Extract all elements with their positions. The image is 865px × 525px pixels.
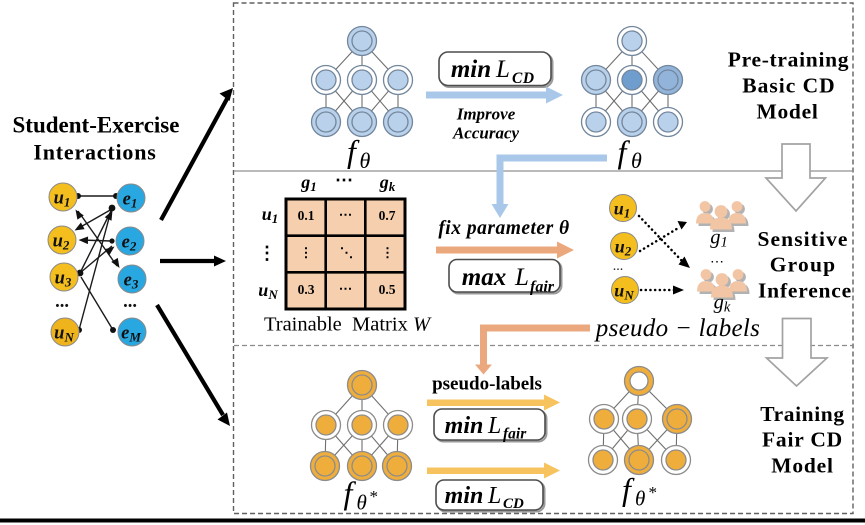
svg-text:u1: u1 — [54, 189, 71, 210]
svg-text:min: min — [445, 413, 484, 439]
svg-text:Group: Group — [770, 253, 837, 277]
svg-text:θ: θ — [631, 148, 642, 173]
svg-text:uN: uN — [54, 324, 74, 345]
svg-text:Improve: Improve — [456, 105, 516, 124]
svg-text:Student-Exercise: Student-Exercise — [13, 113, 180, 138]
svg-text:*: * — [649, 483, 658, 502]
svg-text:u2: u2 — [53, 232, 70, 253]
svg-text:Basic CD: Basic CD — [742, 74, 835, 98]
svg-text:pseudo-labels: pseudo-labels — [432, 374, 542, 395]
svg-text:Fair CD: Fair CD — [762, 428, 843, 452]
svg-text:Training: Training — [760, 402, 844, 426]
svg-text:θ: θ — [635, 487, 645, 511]
svg-text:⋮: ⋮ — [258, 243, 276, 263]
svg-text:0.3: 0.3 — [298, 282, 315, 297]
svg-text:0.7: 0.7 — [379, 208, 396, 223]
svg-text:min: min — [451, 56, 491, 83]
svg-text:0.5: 0.5 — [379, 282, 396, 297]
svg-text:⋯: ⋯ — [710, 255, 724, 270]
svg-text:L: L — [487, 483, 501, 509]
svg-text:⋯: ⋯ — [339, 281, 353, 296]
svg-text:e2: e2 — [122, 233, 137, 254]
svg-text:eM: eM — [121, 324, 141, 345]
svg-text:0.1: 0.1 — [298, 208, 315, 223]
svg-text:max: max — [462, 264, 506, 291]
svg-text:θ: θ — [360, 148, 371, 173]
svg-text:Sensitive: Sensitive — [757, 227, 848, 251]
svg-text:e3: e3 — [124, 271, 139, 292]
svg-text:L: L — [495, 56, 510, 83]
svg-text:...: ... — [55, 292, 69, 312]
svg-text:L: L — [487, 413, 501, 439]
svg-text:Inference: Inference — [758, 279, 852, 303]
svg-text:*: * — [370, 487, 379, 506]
svg-text:⋮: ⋮ — [299, 245, 313, 260]
svg-text:Model: Model — [771, 454, 834, 478]
svg-text:...: ... — [123, 292, 137, 312]
svg-text:Interactions: Interactions — [33, 140, 156, 165]
svg-text:θ: θ — [357, 491, 367, 515]
svg-text:⋱: ⋱ — [340, 245, 354, 260]
svg-text:⋯: ⋯ — [335, 170, 353, 190]
svg-text:CD: CD — [503, 496, 524, 512]
svg-text:u3: u3 — [55, 269, 72, 290]
svg-text:Accuracy: Accuracy — [452, 124, 520, 143]
svg-text:Model: Model — [756, 100, 818, 124]
svg-text:fair: fair — [530, 279, 555, 296]
svg-text:...: ... — [613, 259, 624, 274]
svg-text:e1: e1 — [123, 190, 138, 211]
svg-text:min: min — [445, 483, 484, 509]
svg-text:pseudo − labels: pseudo − labels — [594, 315, 760, 342]
svg-text:Pre-training: Pre-training — [728, 48, 849, 72]
svg-text:L: L — [514, 264, 529, 291]
svg-text:fix parameter θ: fix parameter θ — [438, 218, 569, 239]
svg-text:⋯: ⋯ — [339, 207, 353, 222]
svg-text:fair: fair — [503, 426, 527, 443]
svg-text:Trainable Matrix W: Trainable Matrix W — [264, 314, 432, 336]
svg-text:⋮: ⋮ — [381, 245, 395, 260]
svg-text:CD: CD — [512, 70, 535, 87]
